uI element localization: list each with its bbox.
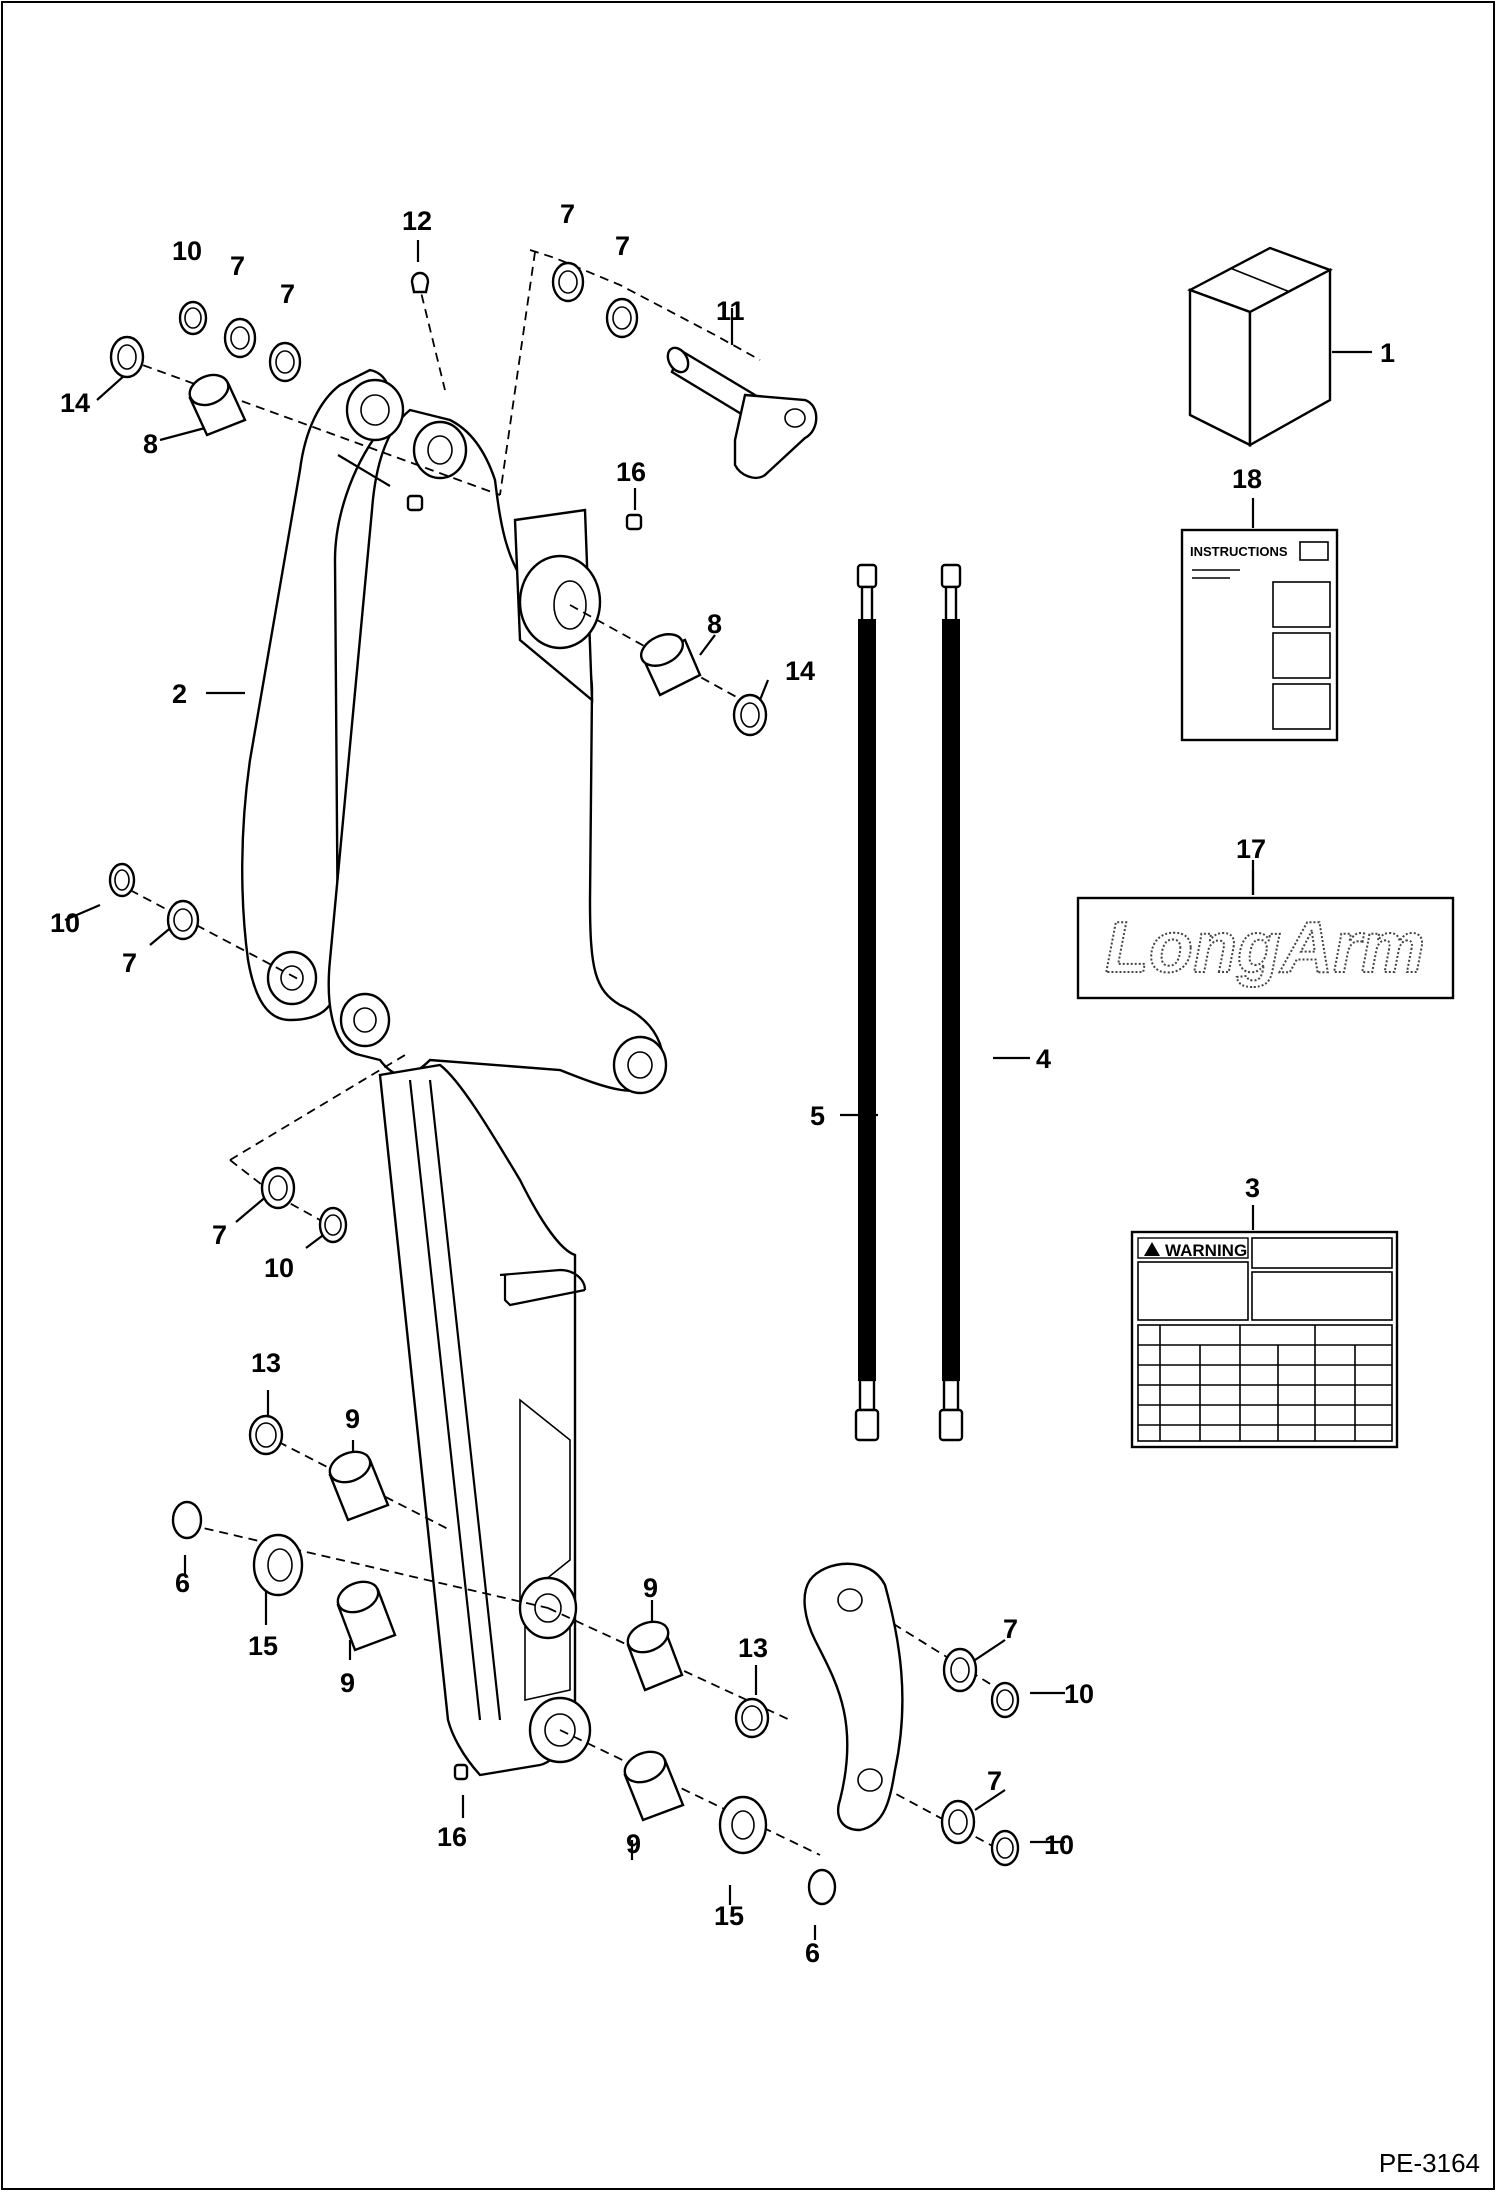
callout-11: 11 [716,296,745,326]
callout-18: 18 [1232,464,1262,494]
hardware-parts [108,261,1020,1906]
washer-14-top [109,335,145,379]
callout-10d: 10 [1064,1679,1094,1709]
callout-15a: 15 [248,1631,278,1661]
ring-10-top [178,300,208,336]
callout-7f: 7 [212,1220,227,1250]
callouts: 1 2 3 4 5 6 6 7 7 7 7 7 7 7 7 8 8 9 9 9 … [50,199,1395,1968]
callout-16b: 16 [437,1822,467,1852]
callout-7h: 7 [987,1766,1002,1796]
warning-decal-3 [1130,1230,1399,1449]
washer-7-pin-b [605,297,639,339]
callout-2: 2 [172,679,187,709]
callout-9a: 9 [345,1404,360,1434]
callout-10b: 10 [50,908,80,938]
callout-5: 5 [810,1101,825,1131]
callout-10c: 10 [264,1253,294,1283]
instructions-text: INSTRUCTIONS [1190,544,1288,559]
callout-12: 12 [402,206,432,236]
callout-9c: 9 [340,1668,355,1698]
callout-15b: 15 [714,1901,744,1931]
longarm-logo: LongArm [1105,908,1425,988]
callout-4: 4 [1036,1044,1051,1074]
callout-7b: 7 [280,279,295,309]
callout-10a: 10 [172,236,202,266]
hose-4 [938,563,964,1442]
washer-7-pin-a [551,261,585,303]
washer-7-top-a [223,317,257,359]
callout-9b: 9 [643,1573,658,1603]
arm-assembly [241,368,668,1781]
washer-7-top-b [268,341,302,383]
longarm-decal-17 [1076,896,1455,1000]
callout-3: 3 [1245,1173,1260,1203]
callout-14a: 14 [60,388,90,418]
callout-9d: 9 [626,1829,641,1859]
callout-6a: 6 [175,1568,190,1598]
washer-14-right [732,693,768,737]
hose-5 [854,563,880,1442]
callout-7a: 7 [230,251,245,281]
callout-7d: 7 [615,231,630,261]
callout-7e: 7 [122,948,137,978]
callout-7c: 7 [560,199,575,229]
callout-1: 1 [1380,338,1395,368]
warning-text: WARNING [1165,1241,1247,1260]
callout-16a: 16 [616,457,646,487]
callout-8a: 8 [143,429,158,459]
instruction-manual-18 [1180,528,1339,742]
callout-13a: 13 [251,1348,281,1378]
callout-6b: 6 [805,1938,820,1968]
callout-14b: 14 [785,656,815,686]
figure-id: PE-3164 [1378,2148,1480,2178]
callout-13b: 13 [738,1633,768,1663]
callout-7g: 7 [1003,1614,1018,1644]
box-kit-1 [1187,246,1333,448]
leader-lines [64,240,1372,1940]
callout-8b: 8 [707,609,722,639]
callout-17: 17 [1236,834,1266,864]
callout-10e: 10 [1044,1830,1074,1860]
